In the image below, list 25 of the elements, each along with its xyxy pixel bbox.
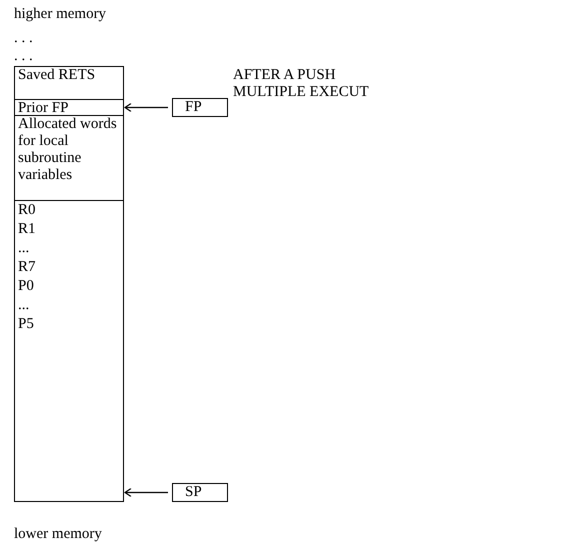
- annotation-text: lower memory: [14, 526, 102, 543]
- register-box: [172, 98, 228, 117]
- register-name: P0: [18, 277, 35, 296]
- annotation-text: higher memory: [14, 6, 106, 23]
- register-name: R7: [18, 258, 37, 277]
- memory-cell: [14, 99, 124, 116]
- register-name: P5: [18, 315, 35, 334]
- memory-cell: [14, 200, 124, 502]
- cell-text: Allocated words for local subroutine variables: [18, 116, 118, 184]
- ellipsis-text: . . .: [14, 30, 33, 47]
- memory-cell: [14, 66, 124, 100]
- cell-text: FP: [185, 99, 203, 116]
- arrow: [124, 488, 168, 498]
- cell-text: SP: [185, 484, 203, 501]
- memory-cell: [14, 115, 124, 201]
- arrow: [124, 102, 168, 112]
- register-box: [172, 483, 228, 502]
- register-name: R0: [18, 201, 37, 220]
- annotation-text: AFTER A PUSH MULTIPLE EXECUT: [233, 67, 370, 101]
- ellipsis-text: . . .: [14, 48, 33, 65]
- register-name: R1: [18, 220, 37, 239]
- register-name: ...: [18, 239, 30, 258]
- register-name: ...: [18, 296, 30, 315]
- cell-text: Prior FP: [18, 100, 70, 117]
- cell-text: Saved RETS: [18, 67, 96, 84]
